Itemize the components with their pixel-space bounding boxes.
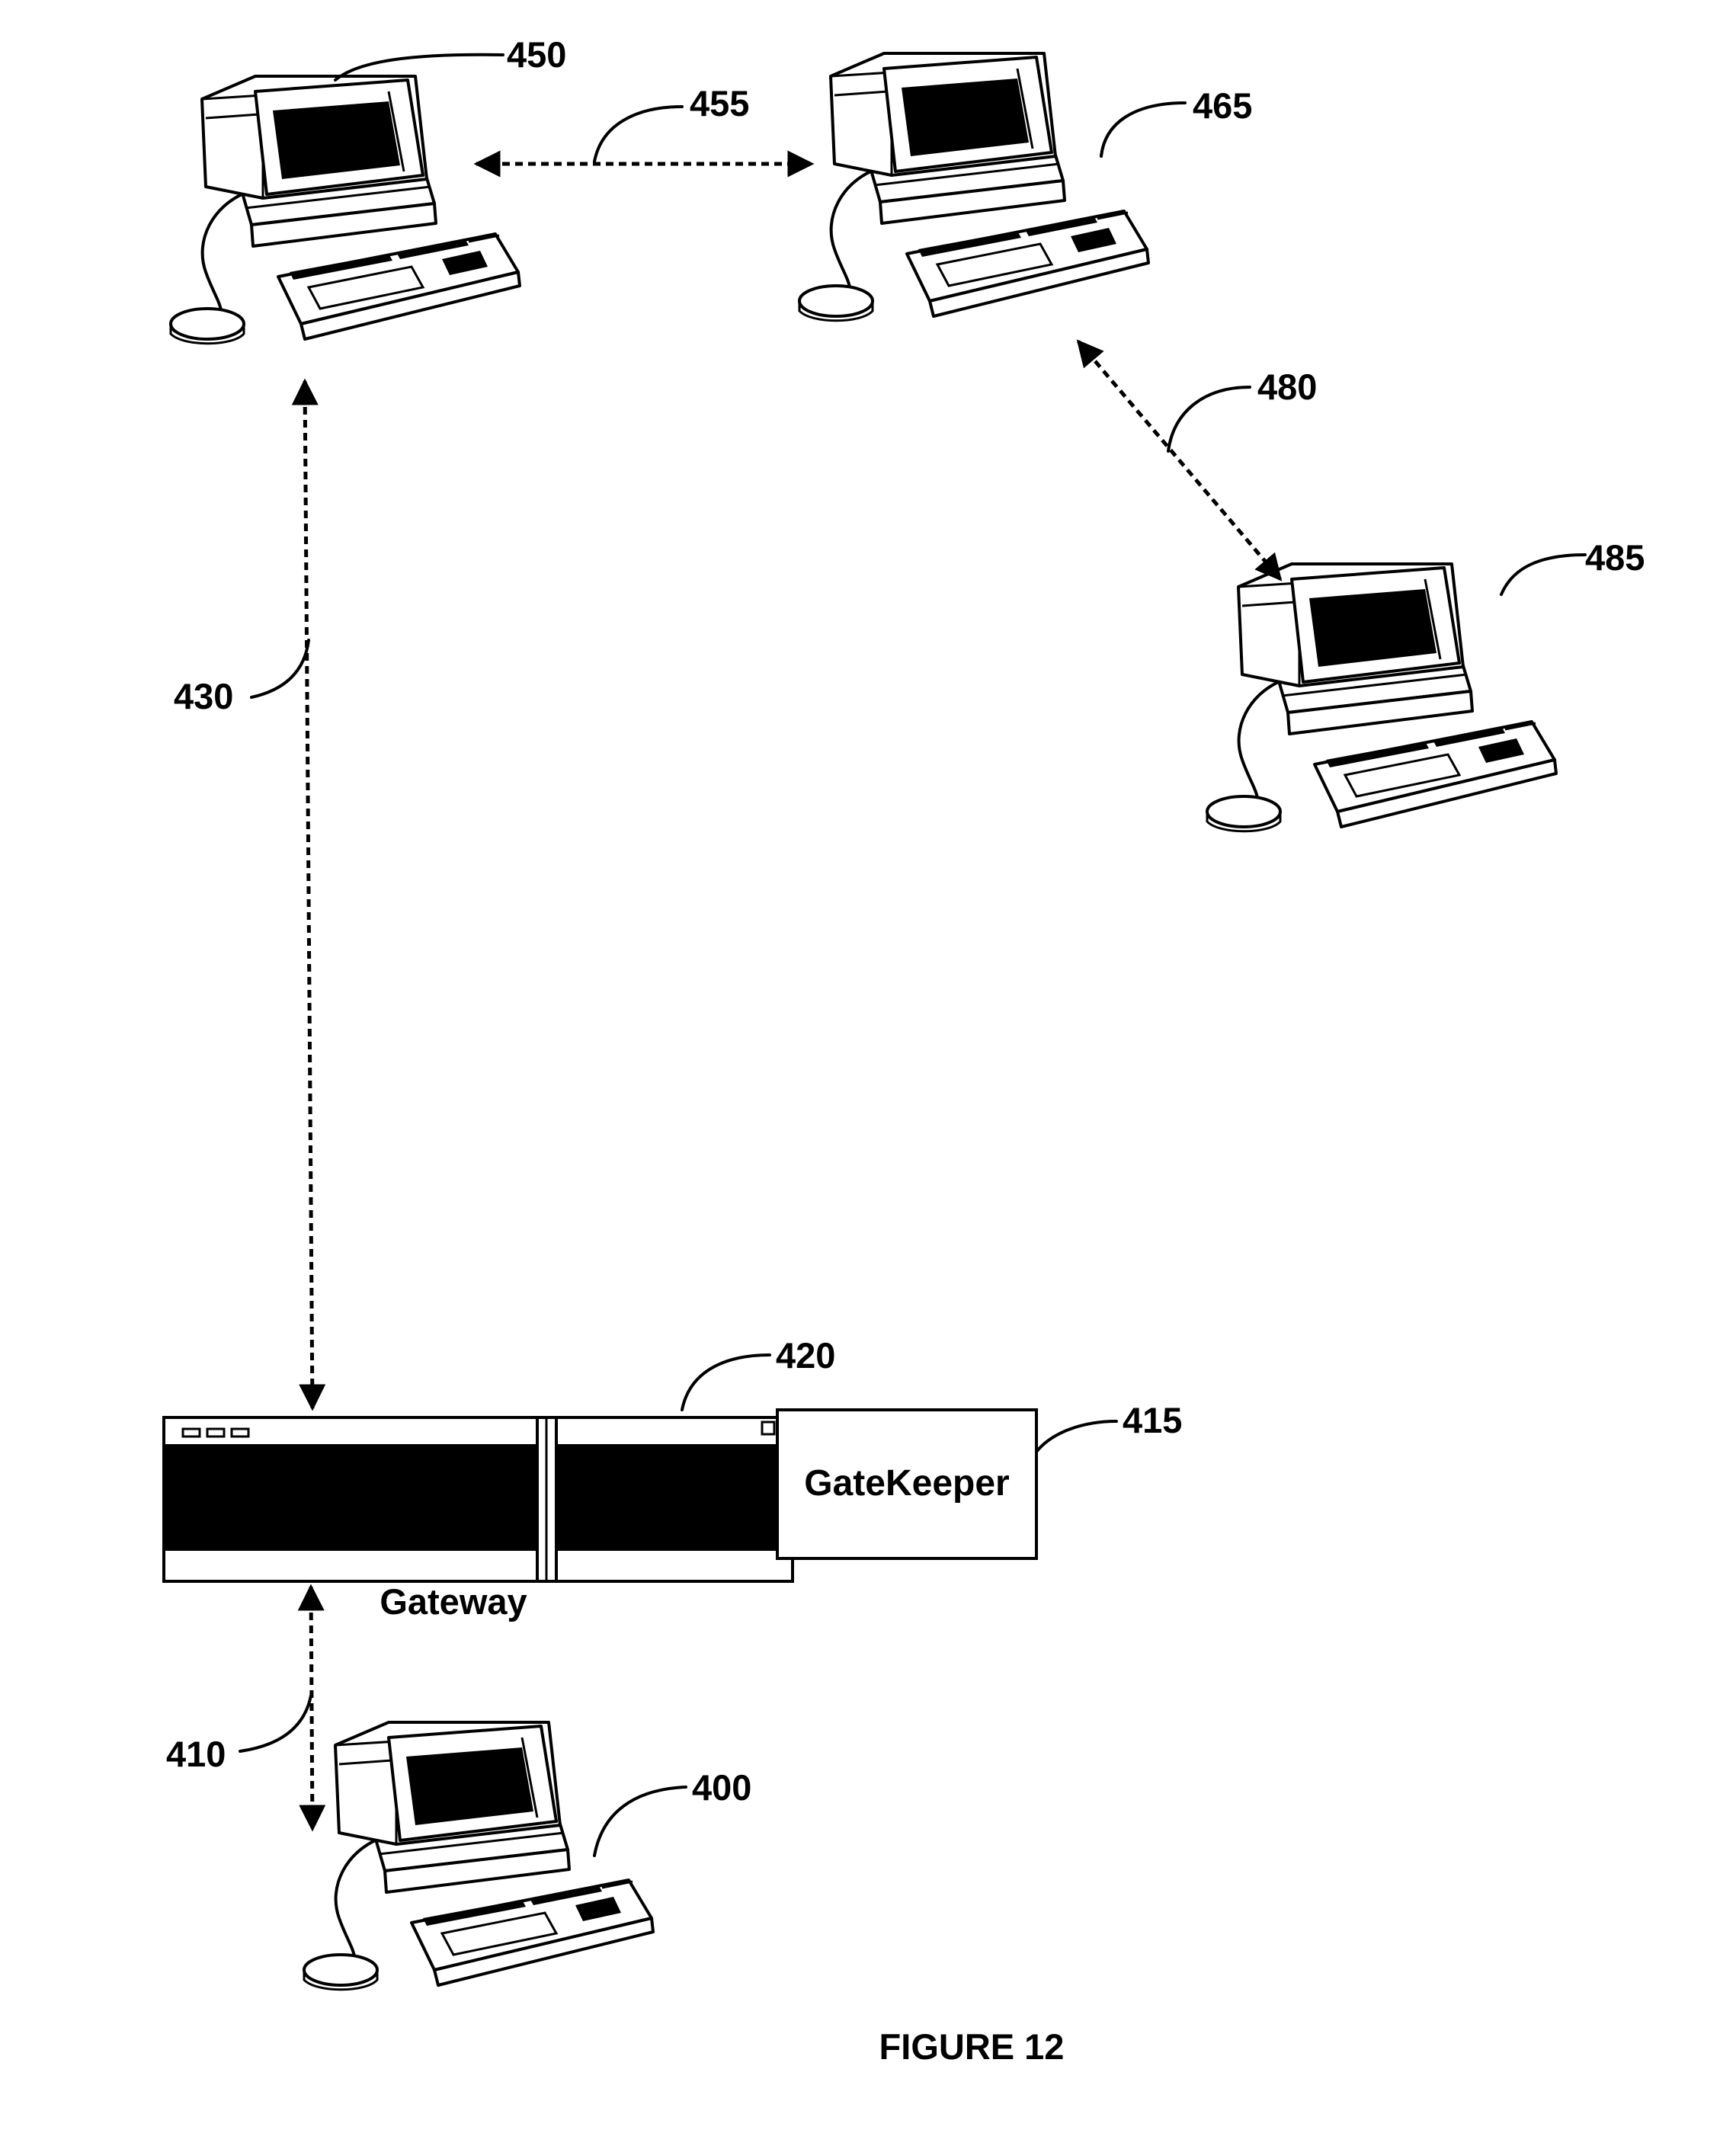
- ref-450: 450: [507, 34, 566, 75]
- gatekeeper-box: GateKeeper: [777, 1410, 1036, 1558]
- ref-430: 430: [174, 676, 233, 716]
- ref-455: 455: [690, 83, 749, 123]
- ref-400: 400: [692, 1767, 751, 1808]
- ref-410: 410: [166, 1734, 226, 1774]
- link-480-line: [1078, 341, 1280, 579]
- ref-480: 480: [1257, 367, 1317, 407]
- ref-420: 420: [776, 1335, 835, 1376]
- computer-400: [304, 1722, 653, 1990]
- ref-485: 485: [1585, 537, 1645, 578]
- ref-465: 465: [1193, 85, 1252, 126]
- gateway-device: [164, 1417, 793, 1581]
- computer-485: [1207, 564, 1556, 831]
- link-430-line: [305, 381, 312, 1408]
- ref-415: 415: [1123, 1400, 1182, 1440]
- gateway-label: Gateway: [380, 1581, 527, 1622]
- computer-450: [171, 76, 520, 344]
- computer-465: [799, 53, 1148, 321]
- link-410-line: [311, 1587, 312, 1829]
- gatekeeper-label: GateKeeper: [804, 1463, 1009, 1504]
- figure-caption: FIGURE 12: [879, 2026, 1065, 2067]
